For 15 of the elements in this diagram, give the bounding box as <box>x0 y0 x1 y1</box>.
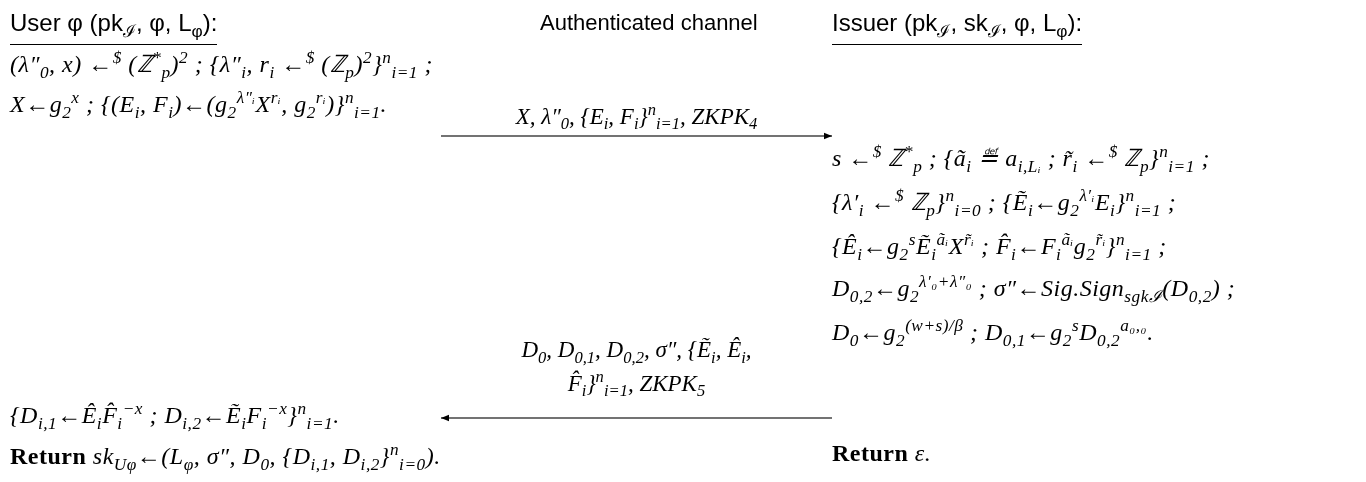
party-heading: User φ (pk$_{ℐ}$, φ, L$_{φ}$): <box>10 10 218 45</box>
protocol-step: Return ε. <box>832 440 932 467</box>
message-arrow <box>440 132 833 140</box>
protocol-step: X←g$_{2}$$^{x}$ ; {(E$_{i}$, F$_{i}$)←(g$_{2}$$^{λ″ᵢ}$X$^{rᵢ}$, g$_{2}$$^{rᵢ}$)}$^{n}$$_{i=1}$. <box>10 88 388 122</box>
protocol-step: D$_{0}$←g$_{2}$$^{(w+s)/β}$ ; D$_{0,1}$←g$_{2}$$^{s}$D$_{0,2}$$^{a₀,₀}$. <box>832 316 1154 350</box>
protocol-step: (λ″$_{0}$, x) ←$^{$}$ (ℤ$^{*}$$_{p}$)$^{2}$ ; {λ″$_{i}$, r$_{i}$ ←$^{$}$ (ℤ$_{p}$)$^{2}$}$^{n}$$_{i=1}$ ; <box>10 48 433 82</box>
protocol-step: {λ′$_{i}$ ←$^{$}$ ℤ$_{p}$}$^{n}$$_{i=0}$ ; {Ẽ$_{i}$←g$_{2}$$^{λ′ᵢ}$E$_{i}$}$^{n}$$_{i=1}$ ; <box>832 186 1177 220</box>
protocol-step: {D$_{i,1}$←Ê$_{i}$F̂$_{i}$$^{−x}$ ; D$_{i,2}$←Ẽ$_{i}$F$_{i}$$^{−x}$}$^{n}$$_{i=1}$. <box>10 399 340 433</box>
protocol-step: Return sk$_{Uφ}$←(L$_{φ}$, σ″, D$_{0}$, {D$_{i,1}$, D$_{i,2}$}$^{n}$$_{i=0}$). <box>10 440 441 474</box>
message-arrow <box>440 414 833 422</box>
channel-heading: Authenticated channel <box>540 10 758 36</box>
protocol-step: s ←$^{$}$ ℤ$^{*}$$_{p}$ ; {ã$_{i}$ ≝ a$_{i,Lᵢ}$ ; r̃$_{i}$ ←$^{$}$ ℤ$_{p}$}$^{n}$$_{i=1}$ ; <box>832 142 1210 176</box>
protocol-step: D$_{0,2}$←g$_{2}$$^{λ′₀+λ″₀}$ ; σ″←Sig.Sign$_{sgkℐ}$(D$_{0,2}$) ; <box>832 272 1236 306</box>
protocol-step: {Ê$_{i}$←g$_{2}$$^{s}$Ẽ$_{i}$$^{ãᵢ}$X$^{r̃ᵢ}$ ; F̂$_{i}$←F$_{i}$$^{ãᵢ}$g$_{2}$$^{r̃ᵢ}$}$^{n}$$_{i=1}$ ; <box>832 230 1167 264</box>
party-heading: Issuer (pk$_{ℐ}$, sk$_{ℐ}$, φ, L$_{φ}$): <box>832 10 1083 45</box>
